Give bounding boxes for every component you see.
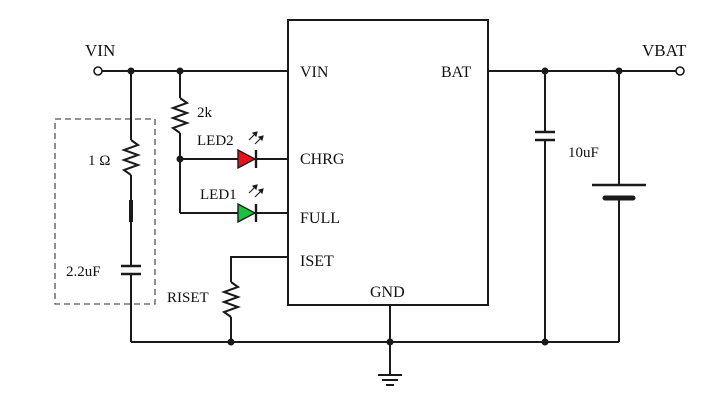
pin-bat-label: BAT (441, 64, 471, 81)
led1-label: LED1 (200, 187, 237, 203)
pin-full-label: FULL (300, 210, 340, 227)
led2-label: LED2 (197, 133, 234, 149)
snubber-dashed-box (54, 118, 156, 305)
vbat-terminal (675, 66, 685, 76)
pin-vin-label: VIN (300, 64, 329, 81)
led1-light-arrows-icon (248, 184, 264, 198)
ground-symbol-icon (378, 374, 402, 386)
vin-terminal (93, 66, 103, 76)
iset-wire (230, 256, 288, 282)
led2-diode (237, 148, 257, 170)
resistor-2k (170, 97, 190, 134)
vin-terminal-label: VIN (85, 41, 115, 60)
riset-label: RISET (167, 290, 209, 306)
vbat-terminal-label: VBAT (642, 41, 687, 60)
pin-chrg-label: CHRG (300, 151, 345, 168)
led1-diode (237, 202, 257, 224)
resistor-1ohm-label: 1 Ω (88, 153, 110, 169)
resistor-riset (221, 281, 241, 318)
pin-gnd-label: GND (370, 284, 405, 301)
junction-gnd-riset (227, 338, 235, 346)
cap-10u-label: 10uF (568, 145, 599, 161)
led2-light-arrows-icon (248, 131, 264, 145)
ic-body (287, 19, 489, 306)
resistor-2k-label: 2k (197, 105, 213, 121)
cap-2u2-label: 2.2uF (66, 264, 101, 280)
pin-iset-label: ISET (300, 253, 334, 270)
resistor-1ohm (121, 139, 141, 176)
